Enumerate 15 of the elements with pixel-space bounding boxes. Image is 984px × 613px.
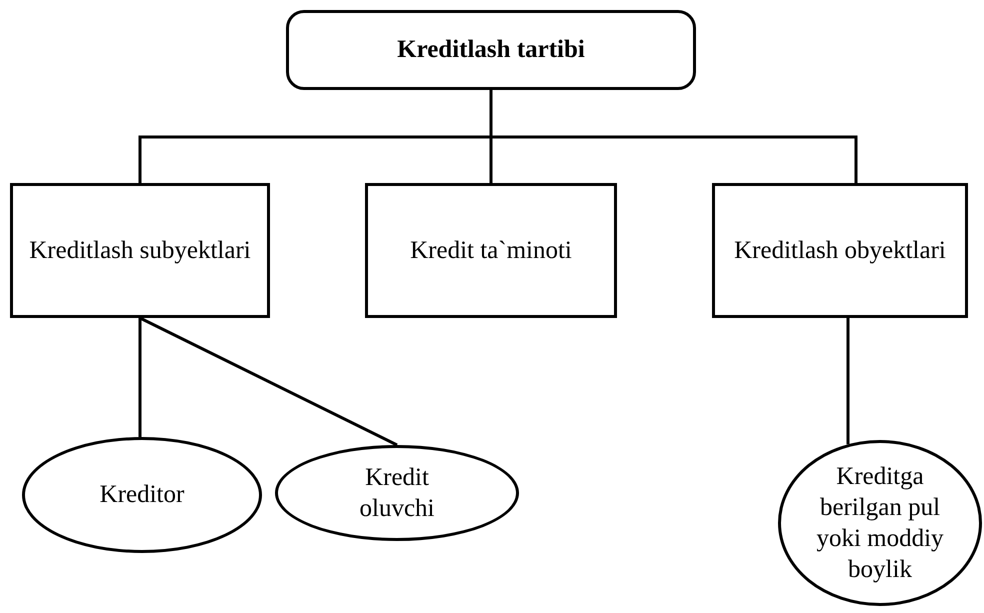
process-box [10, 183, 270, 318]
connector-line [139, 316, 398, 446]
node-label: Kreditlash subyektlari [29, 236, 251, 266]
node-label: Kreditlash tartibi [397, 35, 585, 66]
node-label: Kredit oluvchi [358, 462, 436, 524]
node-label: Kredit ta`minoti [410, 236, 572, 266]
process-box [712, 183, 968, 318]
title-box [286, 10, 696, 90]
connector-line [846, 318, 850, 444]
connector-line [490, 90, 858, 183]
node-label: Kreditor [100, 480, 184, 510]
node-label: Kreditga berilgan pul yoki moddiy boylik [815, 462, 945, 586]
connector-line [138, 318, 142, 437]
node-label: Kreditlash obyektlari [734, 236, 946, 266]
process-box [365, 183, 617, 318]
